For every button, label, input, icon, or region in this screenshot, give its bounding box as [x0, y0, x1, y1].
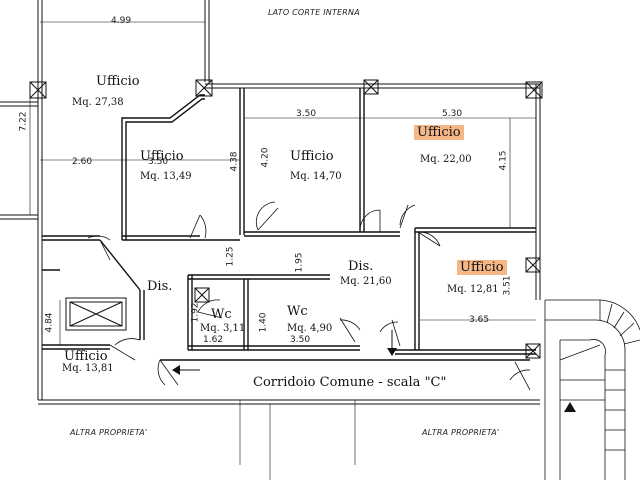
dimension-3-50-c: 3.50	[290, 335, 311, 345]
room-ufficio-d-area: Mq. 22,00	[420, 154, 472, 165]
dimension-7-22: 7.22	[18, 111, 29, 132]
dimension-4-84: 4.84	[44, 312, 55, 333]
door-swings	[87, 201, 531, 391]
dimension-1-95: 1.95	[294, 252, 305, 273]
dimension-3-51: 3.51	[502, 275, 513, 296]
dimension-1-92: 1.92	[190, 302, 201, 323]
dimension-4-20: 4.20	[260, 147, 271, 168]
room-ufficio-a-area: Mq. 27,38	[72, 97, 124, 108]
room-ufficio-c-name: Ufficio	[290, 149, 334, 164]
room-ufficio-d-name: Ufficio	[414, 125, 464, 140]
arrow-heads	[172, 348, 576, 412]
other-property-left-label: ALTRA PROPRIETA'	[70, 428, 148, 437]
outer-walls	[0, 0, 541, 405]
staircase	[544, 299, 640, 480]
common-corridor-label: Corridoio Comune - scala "C"	[253, 375, 447, 390]
dimension-1-25: 1.25	[225, 246, 236, 267]
interior-walls	[42, 88, 536, 361]
dimension-3-50-a: 3.50	[148, 157, 169, 167]
dimension-3-50-b: 3.50	[296, 109, 317, 119]
room-wc-b-area: Mq. 4,90	[287, 323, 333, 334]
dimension-2-60: 2.60	[72, 157, 93, 167]
dimension-4-99: 4.99	[111, 16, 132, 26]
room-wc-a-area: Mq. 3,11	[200, 323, 246, 334]
columns	[29, 79, 543, 359]
shaft	[65, 297, 127, 331]
dimension-1-40: 1.40	[258, 312, 269, 333]
dimension-3-65: 3.65	[469, 315, 490, 325]
dimension-4-38: 4.38	[229, 151, 240, 172]
room-wc-b-name: Wc	[287, 304, 308, 319]
room-dis-center-name: Dis.	[348, 259, 374, 274]
room-dis-center-area: Mq. 21,60	[340, 276, 392, 287]
room-ufficio-e-name: Ufficio	[457, 260, 507, 275]
other-property-right-label: ALTRA PROPRIETA'	[422, 428, 500, 437]
courtyard-side-label: LATO CORTE INTERNA	[268, 8, 360, 17]
dimension-4-15: 4.15	[498, 150, 509, 171]
room-wc-a-name: Wc	[211, 307, 232, 322]
dimension-1-62: 1.62	[203, 335, 224, 345]
room-ufficio-c-area: Mq. 14,70	[290, 171, 342, 182]
grid-lines	[29, 21, 536, 480]
room-ufficio-f-area: Mq. 13,81	[62, 363, 114, 374]
room-ufficio-b-name: Ufficio	[140, 149, 184, 164]
room-ufficio-f-name: Ufficio	[64, 349, 108, 364]
room-ufficio-b-area: Mq. 13,49	[140, 171, 192, 182]
room-ufficio-a-name: Ufficio	[96, 74, 140, 89]
arrows	[180, 330, 393, 371]
room-ufficio-e-area: Mq. 12,81	[447, 284, 499, 295]
room-dis-left-name: Dis.	[147, 279, 173, 294]
dimension-5-30: 5.30	[442, 109, 463, 119]
